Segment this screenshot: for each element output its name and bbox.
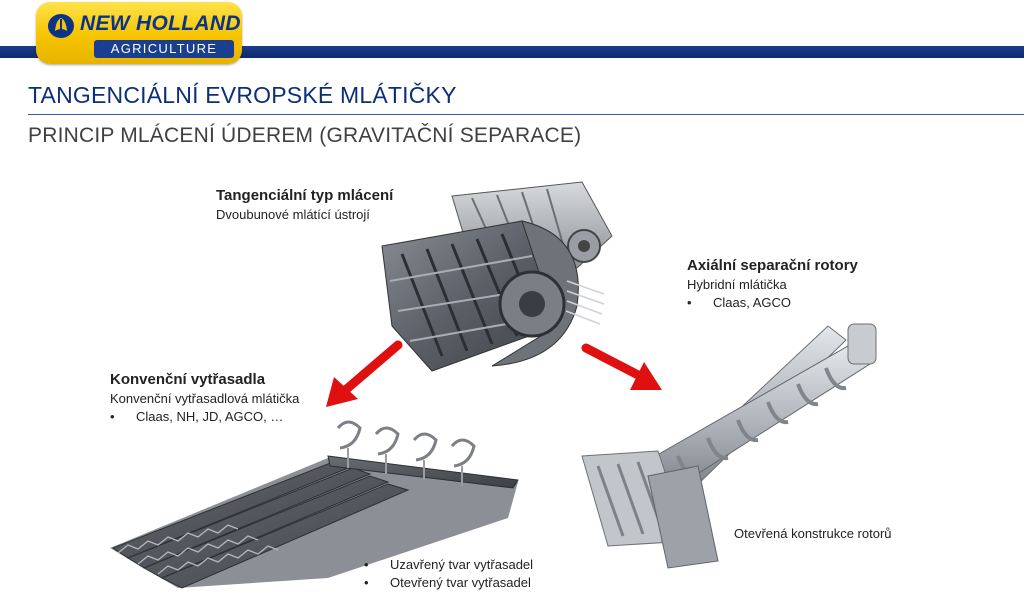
straw-walkers-image (110, 420, 519, 589)
conventional-caption-1: •Uzavřený tvar vytřasadel (364, 557, 534, 572)
axial-line: Hybridní mlátička (687, 277, 787, 292)
tangential-label: Tangenciální typ mlácení Dvoubunové mlát… (216, 186, 393, 223)
axial-heading: Axiální separační rotory (687, 257, 858, 274)
tangential-line: Dvoubunové mlátící ústrojí (216, 207, 370, 222)
header-bar (0, 46, 1024, 58)
page-title: TANGENCIÁLNÍ EVROPSKÉ MLÁTIČKY (28, 82, 457, 108)
arrow-left-down-icon (326, 340, 403, 407)
title-divider (28, 114, 1024, 115)
logo-sub: AGRICULTURE (94, 40, 234, 58)
leaf-emblem-icon (48, 14, 74, 38)
conventional-bullet: •Claas, NH, JD, AGCO, … (110, 409, 284, 424)
arrow-right-down-icon (581, 343, 662, 390)
axial-bullet-text: Claas, AGCO (713, 295, 792, 310)
tangential-heading: Tangenciální typ mlácení (216, 187, 394, 204)
logo-brand: NEW HOLLAND (80, 12, 241, 35)
threshing-drum-image (381, 181, 613, 372)
conventional-caption-2: •Otevřený tvar vytřasadel (364, 575, 531, 590)
conventional-bullet-text: Claas, NH, JD, AGCO, … (136, 409, 284, 424)
conventional-heading: Konvenční vytřasadla (110, 371, 266, 388)
conventional-line: Konvenční vytřasadlová mlátička (110, 391, 300, 406)
axial-caption: Otevřená konstrukce rotorů (734, 526, 892, 541)
axial-rotors-image (581, 323, 877, 569)
conventional-caption-2-text: Otevřený tvar vytřasadel (390, 575, 531, 590)
page-subtitle: PRINCIP MLÁCENÍ ÚDEREM (GRAVITAČNÍ SEPAR… (28, 124, 582, 147)
axial-bullet: •Claas, AGCO (687, 295, 792, 310)
axial-label: Axiální separační rotory Hybridní mlátič… (687, 256, 858, 293)
conventional-label: Konvenční vytřasadla Konvenční vytřasadl… (110, 370, 299, 407)
conventional-caption-1-text: Uzavřený tvar vytřasadel (390, 557, 534, 572)
new-holland-logo: NEW HOLLAND AGRICULTURE (36, 2, 242, 64)
